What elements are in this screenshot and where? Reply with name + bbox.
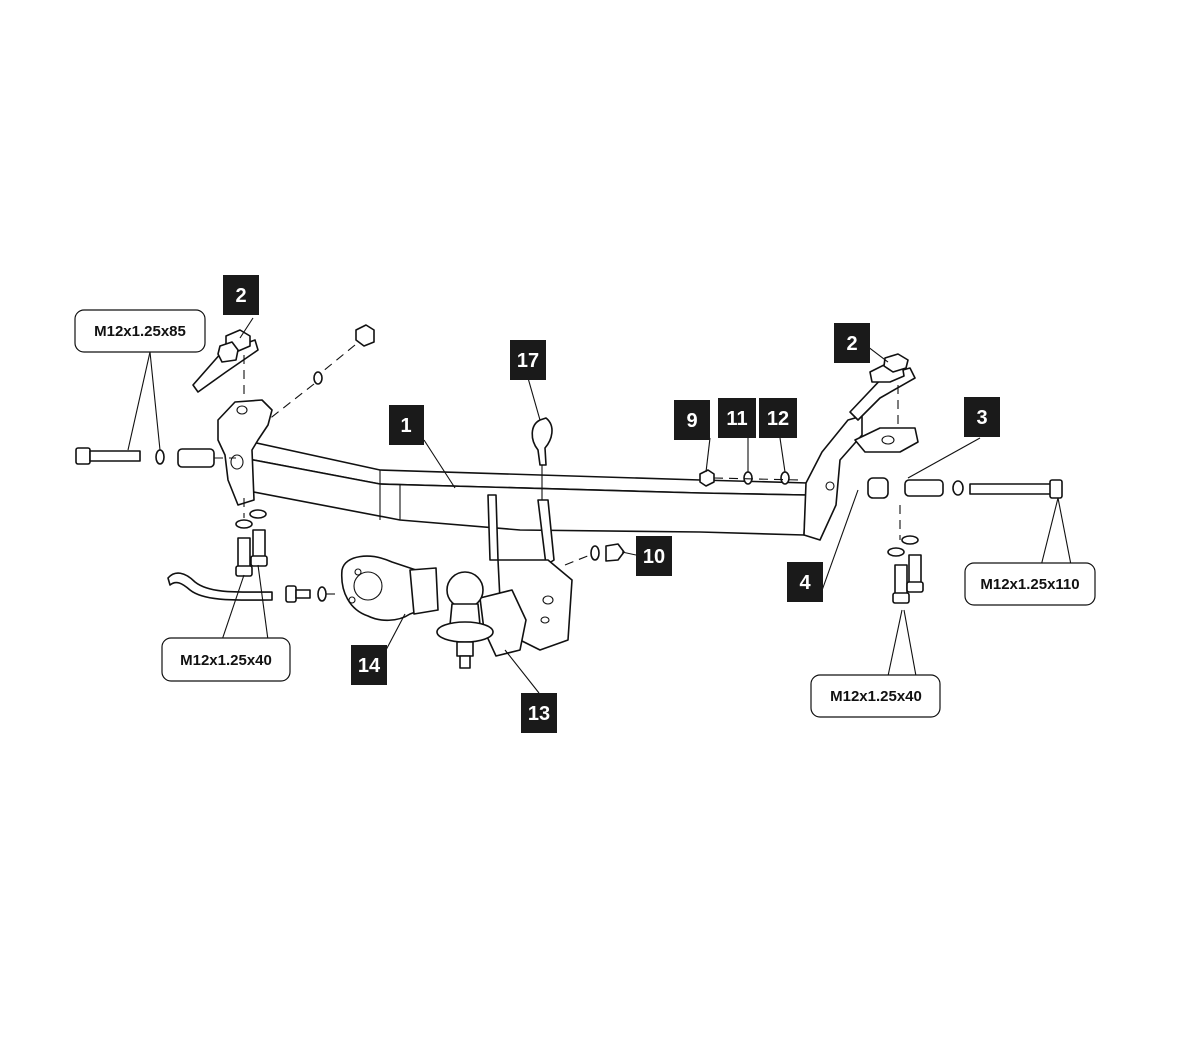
callout-badge-2-right: 2 (834, 323, 870, 363)
callout-badge-13: 13 (521, 693, 557, 733)
hitch-nut-chain-part-10 (590, 543, 625, 562)
bolt-spec-label-right-long: M12x1.25x110 (980, 576, 1079, 593)
right-long-bolt-assembly (867, 477, 1063, 499)
wiring-harness-cable (167, 572, 273, 601)
bolt-spec-left-short: M12x1.25x40 (161, 637, 291, 682)
safety-pin-part-17 (531, 417, 553, 500)
callout-label-3: 3 (976, 407, 987, 429)
bolt-spec-label-left-long: M12x1.25x85 (94, 323, 186, 340)
callout-badge-9: 9 (674, 400, 710, 440)
bolt-spec-right-short: M12x1.25x40 (810, 674, 941, 718)
bolt-spec-right-long: M12x1.25x110 (964, 562, 1096, 606)
right-short-bolts (887, 505, 924, 604)
callout-label-4: 4 (799, 572, 811, 594)
callout-badge-2-left: 2 (223, 275, 259, 315)
callout-label-1: 1 (400, 415, 411, 437)
leader-lines (127, 317, 1073, 694)
socket-bracket-part-14 (285, 555, 439, 622)
bar-nuts-parts-9-11-12 (699, 469, 801, 487)
right-clamp-plate-part-2 (869, 353, 909, 425)
callout-label-2-right: 2 (846, 333, 857, 355)
left-clamp-plate-part-2 (192, 329, 259, 398)
left-short-bolts (235, 498, 268, 577)
callout-badge-4: 4 (787, 562, 823, 602)
callout-label-13: 13 (528, 703, 550, 725)
callout-badge-12: 12 (759, 398, 797, 438)
bolt-spec-label-left-short: M12x1.25x40 (180, 652, 272, 669)
callout-badge-10: 10 (636, 536, 672, 576)
tow-ball-part-13 (436, 571, 527, 669)
crossbar-part-1 (217, 399, 863, 541)
callout-badge-3: 3 (964, 397, 1000, 437)
callout-label-9: 9 (686, 410, 697, 432)
bolt-spec-left-long: M12x1.25x85 (74, 309, 206, 353)
callout-badge-11: 11 (718, 398, 756, 438)
left-long-bolt-assembly (75, 447, 236, 468)
callout-label-12: 12 (767, 408, 789, 430)
callout-label-2-left: 2 (235, 285, 246, 307)
callout-label-14: 14 (358, 655, 381, 677)
callout-badge-14: 14 (351, 645, 387, 685)
left-top-nut-chain (267, 324, 375, 421)
bolt-spec-label-right-short: M12x1.25x40 (830, 688, 922, 705)
right-side-bracket-part-4 (849, 367, 919, 453)
callout-label-11: 11 (726, 408, 747, 430)
callout-label-17: 17 (517, 350, 539, 372)
callout-badge-17: 17 (510, 340, 546, 380)
callout-badge-1: 1 (389, 405, 424, 445)
callout-label-10: 10 (643, 546, 665, 568)
